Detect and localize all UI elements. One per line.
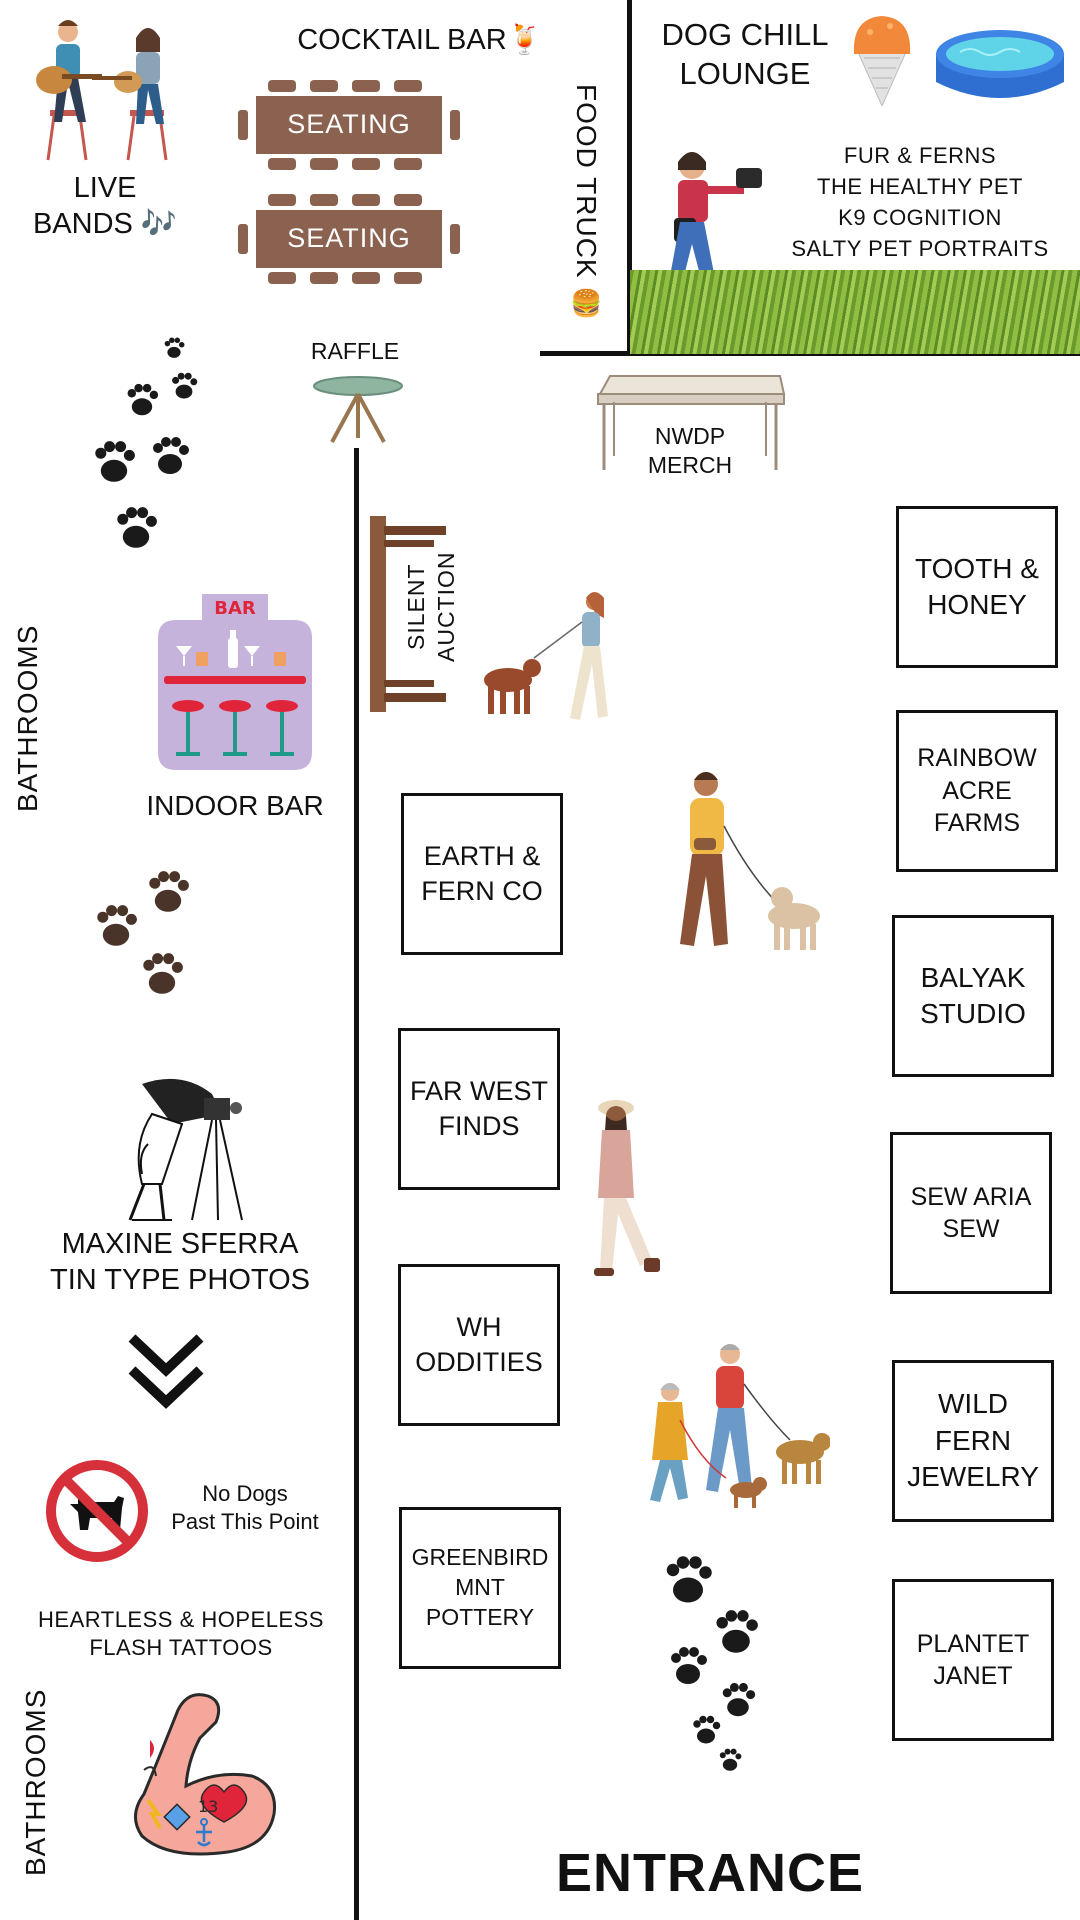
tin-type-photos-label: MAXINE SFERRA TIN TYPE PHOTOS: [50, 1228, 310, 1297]
burger-icon: 🍔: [570, 288, 603, 318]
seating-label-top: SEATING: [287, 109, 411, 139]
entrance-label: ENTRANCE: [555, 1843, 864, 1903]
booth-greenbird-mnt-pottery[interactable]: GREENBIRD MNT POTTERY: [399, 1507, 561, 1669]
booth-sew-aria-sew[interactable]: SEW ARIA SEW: [890, 1132, 1052, 1294]
live-bands-label: LIVE BANDS 🎶: [32, 172, 178, 241]
raffle-table: [312, 376, 404, 451]
lounge-vendor-2: THE HEALTHY PET: [817, 174, 1023, 199]
food-truck-label: FOOD TRUCK: [571, 84, 602, 279]
indoor-bar-illustration: BAR: [158, 594, 312, 775]
flash-tattoos-label: HEARTLESS & HOPELESS FLASH TATTOOS: [38, 1607, 324, 1660]
musicians-illustration: [32, 18, 182, 168]
seating-table-top: [238, 80, 460, 175]
tintype-photographer-illustration: [112, 1074, 252, 1229]
lounge-vendor-4: SALTY PET PORTRAITS: [791, 236, 1049, 261]
nwdp-merch-label: NWDP MERCH: [647, 423, 733, 478]
paw-prints-middle-left: [86, 862, 206, 1002]
booth-label: BALYAK STUDIO: [920, 961, 1026, 1029]
silent-auction-label: SILENT AUCTION: [403, 551, 459, 663]
chevron-down-icon: [126, 1332, 206, 1415]
no-dogs-label: No Dogs Past This Point: [171, 1481, 319, 1534]
cocktail-bar-label: COCKTAIL BAR🍹: [297, 24, 543, 56]
booth-tooth-and-honey[interactable]: TOOTH & HONEY: [896, 506, 1058, 668]
snow-cone-icon: [850, 14, 914, 111]
grass-strip: [630, 270, 1080, 354]
booth-wild-fern-jewelry[interactable]: WILD FERN JEWELRY: [892, 1360, 1054, 1522]
booth-label: FAR WEST FINDS: [409, 1075, 548, 1141]
seating-table-bottom: [238, 194, 460, 289]
booth-label: WH ODDITIES: [415, 1311, 543, 1377]
booth-label: RAINBOW ACRE FARMS: [917, 744, 1037, 838]
booth-label: TOOTH & HONEY: [915, 552, 1039, 620]
booth-plantet-janet[interactable]: PLANTET JANET: [892, 1579, 1054, 1741]
booth-earth-and-fern-co[interactable]: EARTH & FERN CO: [401, 793, 563, 955]
booth-balyak-studio[interactable]: BALYAK STUDIO: [892, 915, 1054, 1077]
booth-rainbow-acre-farms[interactable]: RAINBOW ACRE FARMS: [896, 710, 1058, 872]
bathrooms-label-top: BATHROOMS: [12, 624, 43, 812]
indoor-bar-label: INDOOR BAR: [146, 790, 324, 821]
lounge-left-wall: [627, 0, 632, 356]
booth-label: GREENBIRD MNT POTTERY: [411, 1544, 549, 1630]
seating-label-bottom: SEATING: [287, 223, 411, 253]
bathrooms-label-bottom: BATHROOMS: [20, 1688, 51, 1876]
woman-walking-dog-illustration: [470, 588, 610, 733]
man-walking-dog-illustration: [670, 766, 840, 961]
no-dogs-icon: [44, 1458, 150, 1569]
booth-label: PLANTET JANET: [916, 1629, 1030, 1691]
tattoo-number: 13: [198, 1797, 218, 1816]
booth-label: SEW ARIA SEW: [910, 1182, 1032, 1244]
couple-walking-dogs-illustration: [640, 1340, 831, 1515]
lounge-vendor-1: FUR & FERNS: [843, 143, 997, 168]
woman-walking-illustration: [590, 1094, 670, 1289]
bar-sign-text: BAR: [214, 598, 256, 619]
kiddie-pool-icon: [930, 24, 1070, 113]
dog-chill-lounge-label: DOG CHILL LOUNGE: [661, 17, 829, 91]
booth-label: WILD FERN JEWELRY: [907, 1388, 1039, 1493]
lounge-vendor-3: K9 COGNITION: [838, 205, 1002, 230]
raffle-label: RAFFLE: [310, 338, 400, 364]
center-divider-line: [354, 448, 359, 1920]
booth-label: EARTH & FERN CO: [421, 840, 543, 906]
auction-table: [370, 516, 450, 717]
paw-prints-top-left: [90, 330, 210, 552]
tattooed-arm-illustration: 13: [128, 1690, 278, 1865]
booth-wh-oddities[interactable]: WH ODDITIES: [398, 1264, 560, 1426]
merch-table: [594, 372, 786, 477]
paw-prints-bottom-right: [660, 1550, 770, 1780]
booth-far-west-finds[interactable]: FAR WEST FINDS: [398, 1028, 560, 1190]
